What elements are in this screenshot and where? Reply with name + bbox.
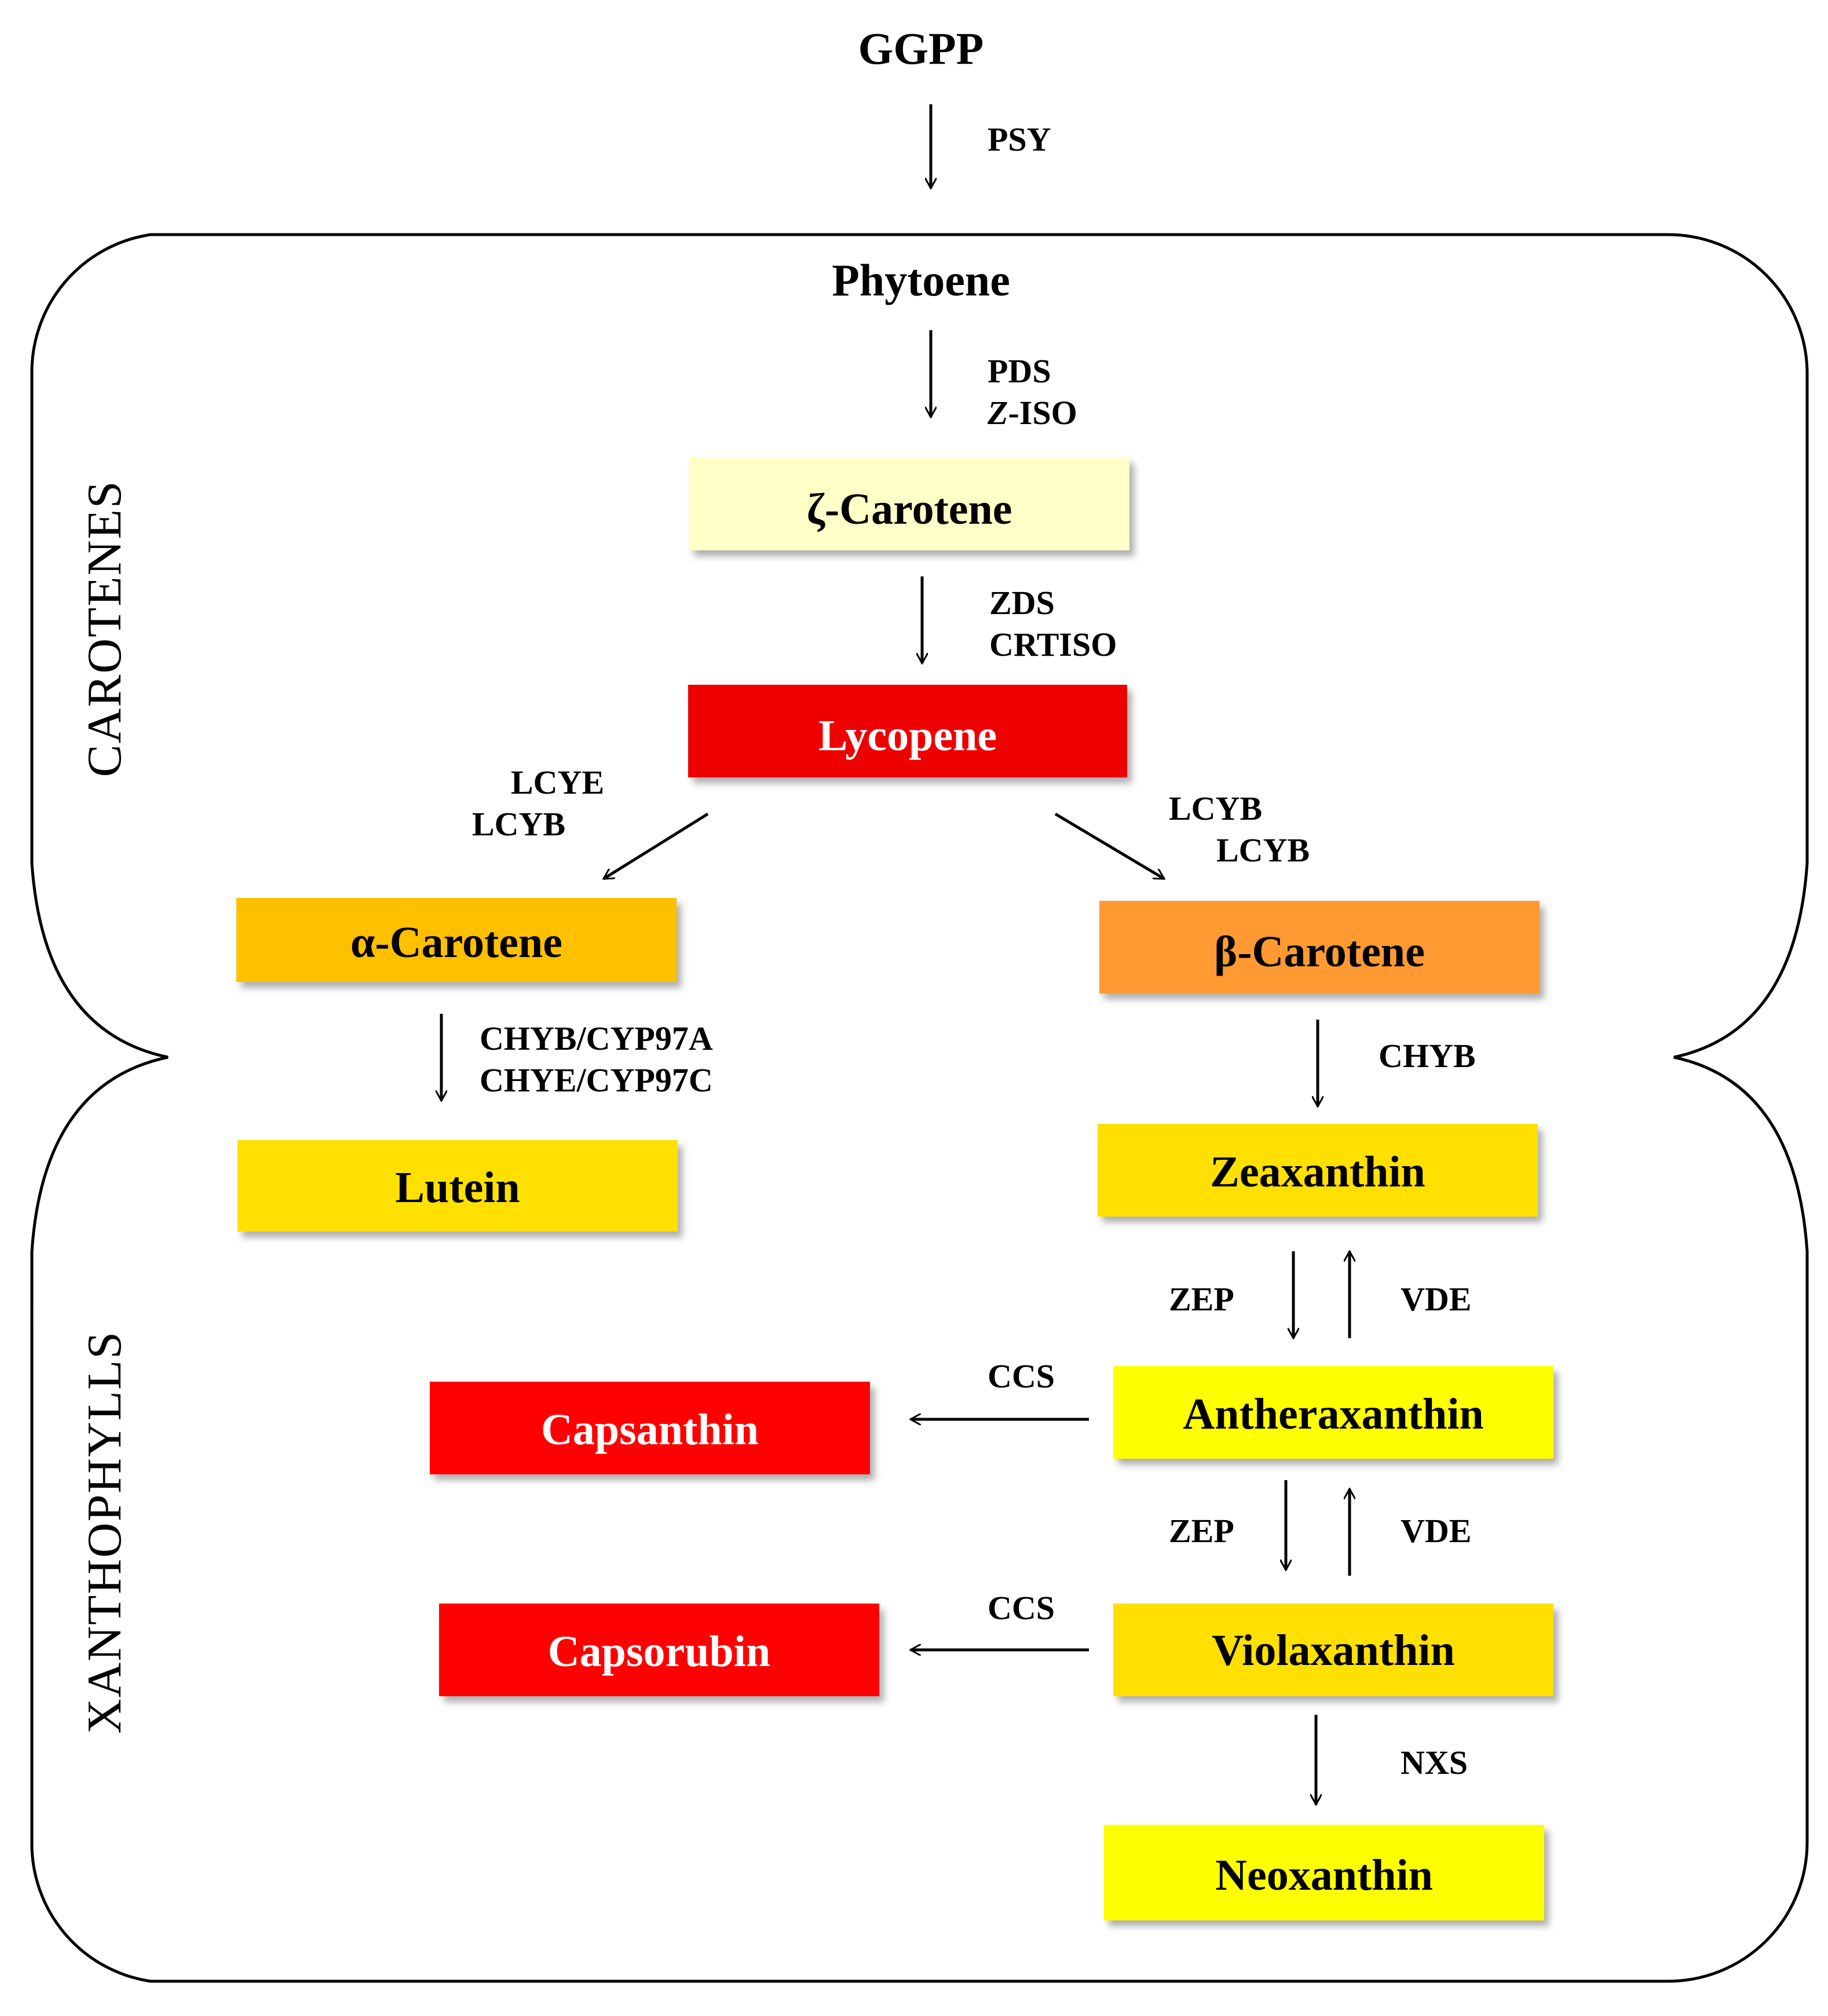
node-zeta-carotene-box xyxy=(689,458,1129,550)
node-zeta-carotene-label: ζ-Carotene xyxy=(807,485,1012,534)
node-zeta-carotene: ζ-Carotene xyxy=(689,458,1129,550)
enzyme-z-iso-suffix: -ISO xyxy=(1008,394,1077,432)
node-violaxanthin-box xyxy=(1113,1604,1553,1696)
node-antheraxanthin: Antheraxanthin xyxy=(1113,1366,1553,1459)
enzyme-zep-2: ZEP xyxy=(1169,1512,1234,1550)
enzyme-lcyb-left: LCYB xyxy=(472,805,565,843)
enzyme-zds: ZDS xyxy=(989,584,1055,622)
region-label-carotenes: CAROTENES xyxy=(78,480,131,777)
arrow-lycopene-to-beta-carotene xyxy=(1054,812,1164,881)
enzyme-pds: PDS xyxy=(988,352,1051,390)
enzyme-psy: PSY xyxy=(988,120,1051,158)
node-capsorubin: Capsorubin xyxy=(439,1604,879,1696)
node-zeaxanthin: Zeaxanthin xyxy=(1098,1124,1538,1217)
enzyme-z-iso-prefix: Z xyxy=(987,394,1008,432)
node-lutein-box xyxy=(237,1140,678,1232)
node-antheraxanthin-box xyxy=(1113,1366,1553,1459)
node-capsanthin-box xyxy=(430,1382,870,1474)
enzyme-crtiso: CRTISO xyxy=(989,626,1117,663)
enzyme-lcyb-right-1: LCYB xyxy=(1169,790,1262,827)
node-neoxanthin-label: Neoxanthin xyxy=(1215,1851,1433,1900)
node-alpha-carotene-box xyxy=(236,898,677,982)
region-label-xanthophylls: XANTHOPHYLLS xyxy=(78,1331,131,1734)
node-beta-carotene-label: β-Carotene xyxy=(1214,927,1425,976)
enzyme-ccs-2: CCS xyxy=(988,1589,1055,1627)
enzyme-chyb-cyp97a: CHYB/CYP97A xyxy=(480,1020,713,1057)
node-violaxanthin-label: Violaxanthin xyxy=(1212,1626,1455,1675)
node-ggpp-label: GGPP xyxy=(858,23,984,74)
enzyme-vde-2: VDE xyxy=(1401,1512,1471,1550)
node-lutein: Lutein xyxy=(237,1140,678,1232)
node-beta-carotene-box xyxy=(1099,901,1540,994)
enzyme-chyb: CHYB xyxy=(1379,1037,1476,1075)
enzyme-ccs-1: CCS xyxy=(988,1357,1055,1395)
node-phytoene-label: Phytoene xyxy=(832,255,1010,305)
node-lutein-label: Lutein xyxy=(395,1163,520,1212)
node-lycopene-box xyxy=(688,685,1127,777)
node-alpha-carotene: α-Carotene xyxy=(236,898,677,982)
node-zeaxanthin-box xyxy=(1098,1124,1538,1217)
enzyme-lcyb-right-2: LCYB xyxy=(1216,831,1310,869)
enzyme-nxs: NXS xyxy=(1401,1744,1468,1781)
node-capsorubin-label: Capsorubin xyxy=(548,1627,770,1676)
enzyme-chye-cyp97c: CHYE/CYP97C xyxy=(480,1061,713,1099)
enzyme-vde-1: VDE xyxy=(1401,1280,1471,1318)
arrow-lycopene-to-alpha-carotene xyxy=(604,812,709,881)
node-beta-carotene: β-Carotene xyxy=(1099,901,1540,994)
enzyme-z-iso: Z-ISO xyxy=(987,394,1077,432)
node-capsanthin-label: Capsanthin xyxy=(541,1405,759,1454)
node-lycopene: Lycopene xyxy=(688,685,1127,777)
node-lycopene-label: Lycopene xyxy=(818,711,997,760)
compartment-outline xyxy=(30,233,1809,1983)
node-zeaxanthin-label: Zeaxanthin xyxy=(1210,1148,1425,1196)
node-alpha-carotene-label: α-Carotene xyxy=(350,918,562,967)
node-neoxanthin: Neoxanthin xyxy=(1104,1825,1544,1920)
enzyme-zep-1: ZEP xyxy=(1169,1280,1234,1318)
node-capsanthin: Capsanthin xyxy=(430,1382,870,1474)
node-capsorubin-box xyxy=(439,1604,879,1696)
node-violaxanthin: Violaxanthin xyxy=(1113,1604,1553,1696)
node-neoxanthin-box xyxy=(1104,1825,1544,1920)
enzyme-lcye-left: LCYE xyxy=(511,764,604,801)
node-antheraxanthin-label: Antheraxanthin xyxy=(1183,1390,1483,1438)
